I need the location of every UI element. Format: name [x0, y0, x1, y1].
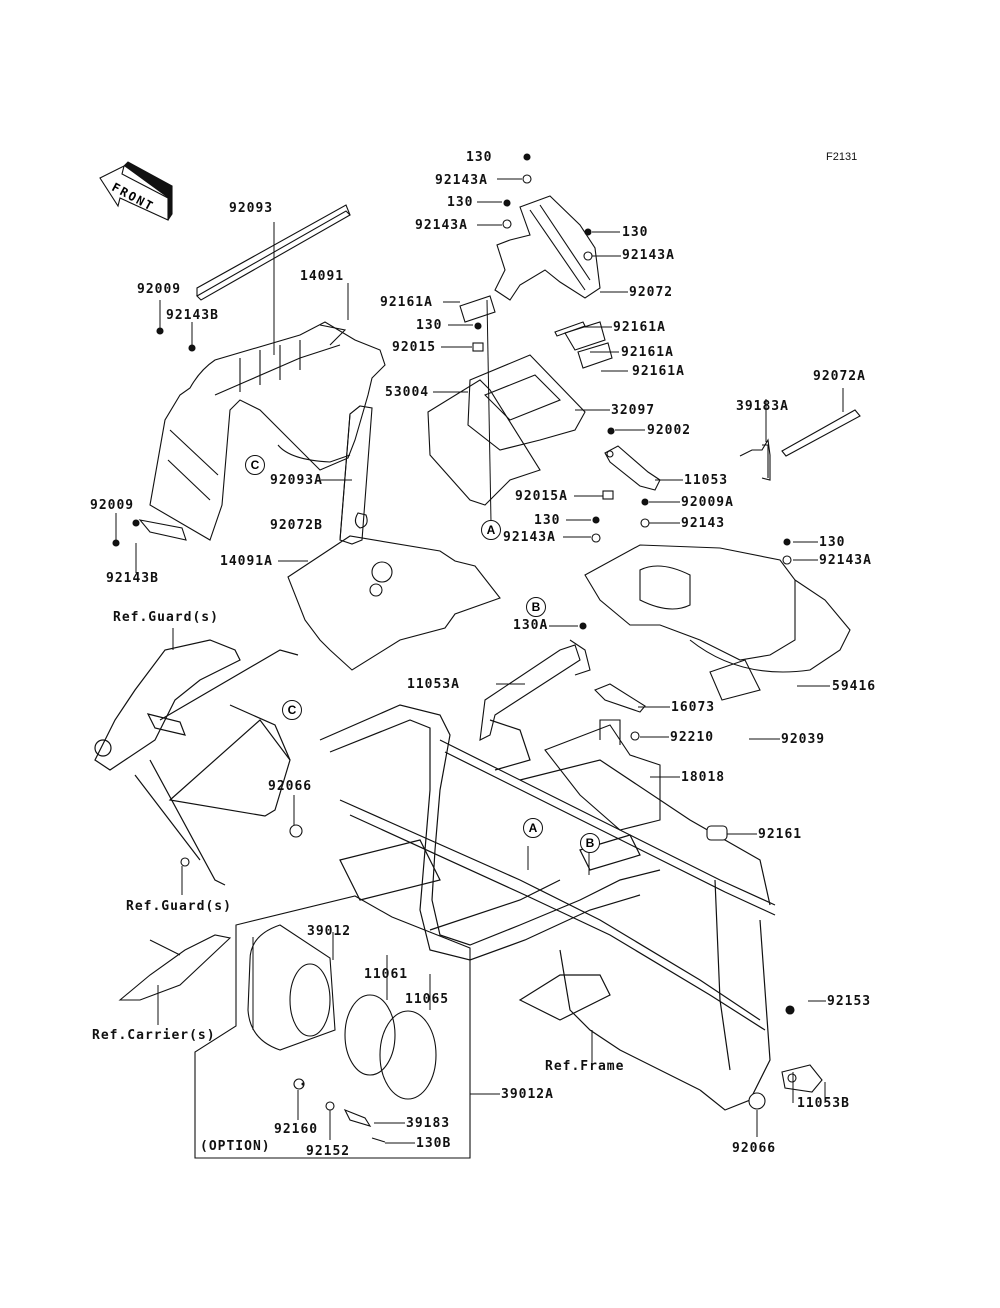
part-14091-fender [138, 321, 386, 541]
main-frame [319, 704, 776, 1111]
part-11053A-rail [479, 639, 591, 741]
part-label-92015: 92015 [392, 340, 437, 355]
part-label-92210: 92210 [670, 730, 715, 745]
part-label-92143A: 92143A [415, 218, 468, 233]
ref-marker-c: C [282, 700, 302, 720]
part-label-39183A: 39183A [736, 399, 789, 414]
ref-frame: Ref.Frame [545, 1059, 625, 1074]
option-label: (OPTION) [200, 1139, 271, 1154]
part-32097-box [467, 321, 613, 451]
part-label-92143B: 92143B [106, 571, 159, 586]
ref-marker-b: B [580, 833, 600, 853]
part-11053-bracket [604, 445, 661, 491]
part-label-92072A: 92072A [813, 369, 866, 384]
ref-marker-c: C [245, 455, 265, 475]
part-label-130: 130 [622, 225, 649, 240]
part-59416-body [584, 544, 851, 701]
ref-marker-b: B [526, 597, 546, 617]
part-label-92072: 92072 [629, 285, 674, 300]
part-label-92066: 92066 [268, 779, 313, 794]
part-label-11053: 11053 [684, 473, 729, 488]
part-label-39012: 39012 [307, 924, 352, 939]
part-92093A-bar [339, 405, 373, 545]
part-53004-sheet [427, 379, 541, 506]
part-label-53004: 53004 [385, 385, 430, 400]
part-label-92009: 92009 [137, 282, 182, 297]
ref-carrier: Ref.Carrier(s) [92, 1028, 216, 1043]
ref-guard-lower: Ref.Guard(s) [126, 899, 232, 914]
part-label-130: 130 [819, 535, 846, 550]
part-label-92039: 92039 [781, 732, 826, 747]
part-label-11065: 11065 [405, 992, 450, 1007]
part-label-92161A: 92161A [621, 345, 674, 360]
part-label-130: 130 [534, 513, 561, 528]
leader-lines [115, 178, 844, 1144]
part-label-92143A: 92143A [435, 173, 488, 188]
part-label-92066: 92066 [732, 1141, 777, 1156]
air-filter-assembly [194, 895, 471, 1159]
ref-marker-a: A [481, 520, 501, 540]
part-label-92143A: 92143A [622, 248, 675, 263]
part-label-11061: 11061 [364, 967, 409, 982]
fasteners [112, 153, 795, 1110]
front-arrow-icon [99, 161, 173, 221]
carrier-assembly [118, 934, 232, 1001]
part-14091A-panel [287, 535, 501, 671]
part-label-14091: 14091 [300, 269, 345, 284]
part-label-92161: 92161 [758, 827, 803, 842]
part-label-130: 130 [466, 150, 493, 165]
part-label-39183: 39183 [406, 1116, 451, 1131]
part-label-92143A: 92143A [819, 553, 872, 568]
part-92072-bracket [494, 195, 601, 301]
part-label-92161A: 92161A [632, 364, 685, 379]
part-label-92015A: 92015A [515, 489, 568, 504]
part-92161A-strip [554, 321, 586, 337]
part-92093-strip [196, 204, 351, 301]
part-label-16073: 16073 [671, 700, 716, 715]
part-label-32097: 32097 [611, 403, 656, 418]
ref-marker-a: A [523, 818, 543, 838]
part-label-39012A: 39012A [501, 1087, 554, 1102]
part-39183A-bracket [739, 438, 771, 481]
part-label-130: 130 [416, 318, 443, 333]
part-92072A-strip [781, 409, 861, 457]
part-label-92161A: 92161A [613, 320, 666, 335]
figure-code: F2131 [826, 151, 858, 163]
part-label-92009: 92009 [90, 498, 135, 513]
part-label-92072B: 92072B [270, 518, 323, 533]
part-16073-plate [594, 683, 646, 713]
part-18018-tray [544, 719, 661, 831]
part-label-92152: 92152 [306, 1144, 351, 1159]
part-label-130B: 130B [416, 1136, 452, 1151]
part-label-18018: 18018 [681, 770, 726, 785]
part-label-92093A: 92093A [270, 473, 323, 488]
part-label-92002: 92002 [647, 423, 692, 438]
part-label-11053B: 11053B [797, 1096, 850, 1111]
part-label-92143A: 92143A [503, 530, 556, 545]
part-92072B-clip [354, 512, 368, 529]
part-11053B-bracket [781, 1064, 823, 1093]
part-label-130: 130 [447, 195, 474, 210]
ref-guard-upper: Ref.Guard(s) [113, 610, 219, 625]
part-label-92160: 92160 [274, 1122, 319, 1137]
part-label-92143: 92143 [681, 516, 726, 531]
part-label-14091A: 14091A [220, 554, 273, 569]
part-label-59416: 59416 [832, 679, 877, 694]
part-label-92009A: 92009A [681, 495, 734, 510]
part-label-92143B: 92143B [166, 308, 219, 323]
part-label-92161A: 92161A [380, 295, 433, 310]
part-92161A-pad [459, 295, 496, 323]
part-label-11053A: 11053A [407, 677, 460, 692]
guard-assembly [94, 639, 299, 886]
part-label-92093: 92093 [229, 201, 274, 216]
part-label-130A: 130A [513, 618, 549, 633]
part-label-92153: 92153 [827, 994, 872, 1009]
